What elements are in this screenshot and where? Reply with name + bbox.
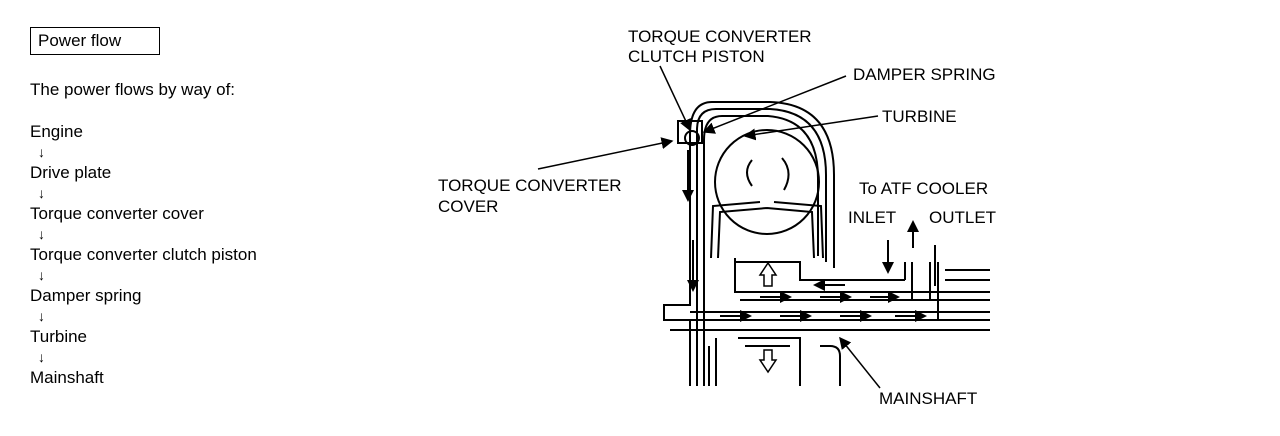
flow-step-mainshaft: Mainshaft [30, 368, 104, 387]
flow-step-clutch-piston: Torque converter clutch piston [30, 245, 257, 264]
label-atf-cooler: To ATF COOLER [859, 179, 988, 198]
flow-step-drive-plate: Drive plate [30, 163, 112, 182]
hollow-up-arrow-icon [758, 261, 778, 287]
label-cover-line1: TORQUE CONVERTER [438, 176, 622, 195]
label-clutch-piston-line1: TORQUE CONVERTER [628, 27, 812, 46]
flow-arrows [682, 150, 936, 322]
down-arrow-icon: ↓ [38, 308, 45, 324]
leader-lines [537, 65, 881, 389]
down-arrow-icon: ↓ [38, 267, 45, 283]
label-turbine: TURBINE [882, 107, 957, 126]
label-clutch-piston-line2: CLUTCH PISTON [628, 47, 765, 66]
label-damper-spring: DAMPER SPRING [853, 65, 996, 84]
flow-step-engine: Engine [30, 122, 83, 141]
flow-step-torque-converter-cover: Torque converter cover [30, 204, 204, 223]
label-mainshaft: MAINSHAFT [879, 389, 977, 408]
down-arrow-icon: ↓ [38, 349, 45, 365]
flow-step-damper-spring: Damper spring [30, 286, 142, 305]
label-inlet: INLET [848, 208, 896, 227]
section-title: Power flow [30, 27, 160, 55]
power-flow-list: Engine ↓ Drive plate ↓ Torque converter … [30, 122, 257, 388]
label-cover-line2: COVER [438, 197, 498, 216]
intro-text: The power flows by way of: [30, 80, 236, 99]
down-arrow-icon: ↓ [38, 226, 45, 242]
down-arrow-icon: ↓ [38, 185, 45, 201]
label-outlet: OUTLET [929, 208, 996, 227]
hollow-down-arrow-icon [758, 349, 778, 374]
converter-drawing [663, 101, 990, 386]
flow-step-turbine: Turbine [30, 327, 88, 346]
down-arrow-icon: ↓ [38, 144, 45, 160]
